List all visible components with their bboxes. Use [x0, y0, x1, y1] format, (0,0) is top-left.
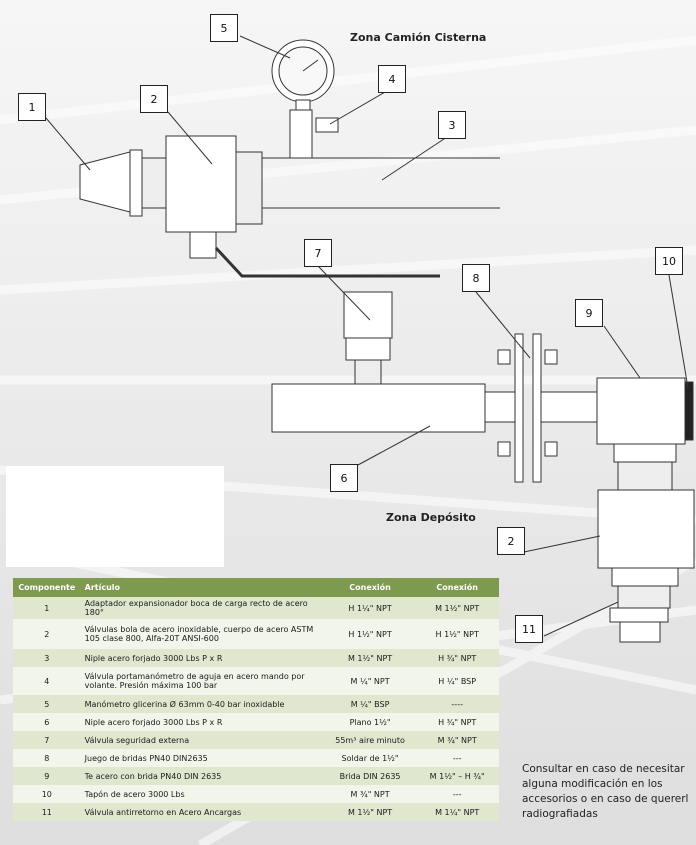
- manometer-5: [271, 39, 335, 111]
- callout-9: 9: [575, 299, 603, 327]
- cell-connection-1: M 1½" NPT: [324, 649, 416, 667]
- blank-panel: [6, 466, 224, 567]
- cell-article: Niple acero forjado 3000 Lbs P x R: [80, 713, 325, 731]
- table-row: 2 Válvulas bola de acero inoxidable, cue…: [13, 619, 499, 649]
- safety-valve-7: [343, 291, 393, 385]
- callout-3: 3: [438, 111, 466, 139]
- table-row: 4 Válvula portamanómetro de aguja en ace…: [13, 667, 499, 695]
- callout-5: 5: [210, 14, 238, 42]
- header-connection-1: Conexión: [324, 578, 416, 597]
- table-row: 10 Tapón de acero 3000 Lbs M ¾" NPT ---: [13, 785, 499, 803]
- cell-number: 4: [13, 667, 81, 695]
- parts-table: Componente Artículo Conexión Conexión 1 …: [13, 578, 499, 821]
- table-row: 9 Te acero con brida PN40 DIN 2635 Brida…: [13, 767, 499, 785]
- cell-article: Válvula portamanómetro de aguja en acero…: [80, 667, 325, 695]
- valve-handle: [189, 231, 440, 278]
- cell-connection-2: H ¾" NPT: [415, 713, 499, 731]
- cell-connection-1: M 1½" NPT: [324, 803, 416, 821]
- table-header-row: Componente Artículo Conexión Conexión: [13, 578, 499, 597]
- leader-lines: [45, 35, 689, 637]
- cell-number: 1: [13, 597, 81, 619]
- cell-connection-1: H 1½" NPT: [324, 619, 416, 649]
- cell-article: Válvula antirretorno en Acero Ancargas: [80, 803, 325, 821]
- header-article: Artículo: [80, 578, 325, 597]
- callout-2: 2: [140, 85, 168, 113]
- cell-article: Te acero con brida PN40 DIN 2635: [80, 767, 325, 785]
- table-row: 5 Manómetro glicerina Ø 63mm 0-40 bar in…: [13, 695, 499, 713]
- callout-4: 4: [378, 65, 406, 93]
- cell-number: 10: [13, 785, 81, 803]
- cell-connection-2: M 1½" – H ¾": [415, 767, 499, 785]
- header-connection-2: Conexión: [415, 578, 499, 597]
- tee-9: [596, 377, 686, 491]
- cell-connection-2: M ¾" NPT: [415, 731, 499, 749]
- callout-6: 6: [330, 464, 358, 492]
- cell-number: 8: [13, 749, 81, 767]
- cell-article: Adaptador expansionador boca de carga re…: [80, 597, 325, 619]
- cell-connection-2: ---: [415, 749, 499, 767]
- zone-truck-label: Zona Camión Cisterna: [350, 31, 487, 44]
- cell-connection-1: 55m³ aire minuto: [324, 731, 416, 749]
- cell-connection-1: M ¼" NPT: [324, 667, 416, 695]
- callout-7: 7: [304, 239, 332, 267]
- cell-connection-1: M ¼" BSP: [324, 695, 416, 713]
- cell-connection-2: H ¾" NPT: [415, 649, 499, 667]
- cell-number: 6: [13, 713, 81, 731]
- cell-connection-2: ----: [415, 695, 499, 713]
- cell-article: Juego de bridas PN40 DIN2635: [80, 749, 325, 767]
- table-row: 8 Juego de bridas PN40 DIN2635 Soldar de…: [13, 749, 499, 767]
- cell-connection-2: H ¼" BSP: [415, 667, 499, 695]
- cell-article: Manómetro glicerina Ø 63mm 0-40 bar inox…: [80, 695, 325, 713]
- cell-number: 9: [13, 767, 81, 785]
- check-valve-11: [609, 607, 669, 643]
- flanges-8: [484, 333, 598, 483]
- plug-10: [684, 381, 694, 441]
- thread-left: [141, 157, 167, 209]
- cell-number: 7: [13, 731, 81, 749]
- cell-number: 5: [13, 695, 81, 713]
- cell-article: Válvula seguridad externa: [80, 731, 325, 749]
- thread-right: [235, 151, 263, 225]
- callout-11: 11: [515, 615, 543, 643]
- table-row: 1 Adaptador expansionador boca de carga …: [13, 597, 499, 619]
- table-row: 11 Válvula antirretorno en Acero Ancarga…: [13, 803, 499, 821]
- table-row: 3 Niple acero forjado 3000 Lbs P x R M 1…: [13, 649, 499, 667]
- cell-connection-2: M 1½" NPT: [415, 597, 499, 619]
- callout-8: 8: [462, 264, 490, 292]
- cell-article: Niple acero forjado 3000 Lbs P x R: [80, 649, 325, 667]
- callout-10: 10: [655, 247, 683, 275]
- cell-number: 3: [13, 649, 81, 667]
- adapter-1: [79, 149, 143, 217]
- callout-2-lower: 2: [497, 527, 525, 555]
- cell-connection-1: Soldar de 1½": [324, 749, 416, 767]
- gauge-valve-4: [289, 109, 339, 159]
- cell-connection-2: M 1¼" NPT: [415, 803, 499, 821]
- cell-connection-1: H 1¼" NPT: [324, 597, 416, 619]
- consultation-note: Consultar en caso de necesitar alguna mo…: [522, 763, 689, 820]
- nipple-6: [271, 383, 486, 433]
- ball-valve-2-lower: [597, 489, 695, 609]
- cell-connection-1: Plano 1½": [324, 713, 416, 731]
- cell-connection-2: H 1½" NPT: [415, 619, 499, 649]
- cell-article: Tapón de acero 3000 Lbs: [80, 785, 325, 803]
- table-row: 6 Niple acero forjado 3000 Lbs P x R Pla…: [13, 713, 499, 731]
- cell-connection-2: ---: [415, 785, 499, 803]
- zone-depot-label: Zona Depósito: [386, 511, 476, 524]
- cell-number: 11: [13, 803, 81, 821]
- header-component: Componente: [13, 578, 81, 597]
- cell-connection-1: M ¾" NPT: [324, 785, 416, 803]
- table-row: 7 Válvula seguridad externa 55m³ aire mi…: [13, 731, 499, 749]
- cell-article: Válvulas bola de acero inoxidable, cuerp…: [80, 619, 325, 649]
- cell-number: 2: [13, 619, 81, 649]
- callout-1: 1: [18, 93, 46, 121]
- cell-connection-1: Brida DIN 2635: [324, 767, 416, 785]
